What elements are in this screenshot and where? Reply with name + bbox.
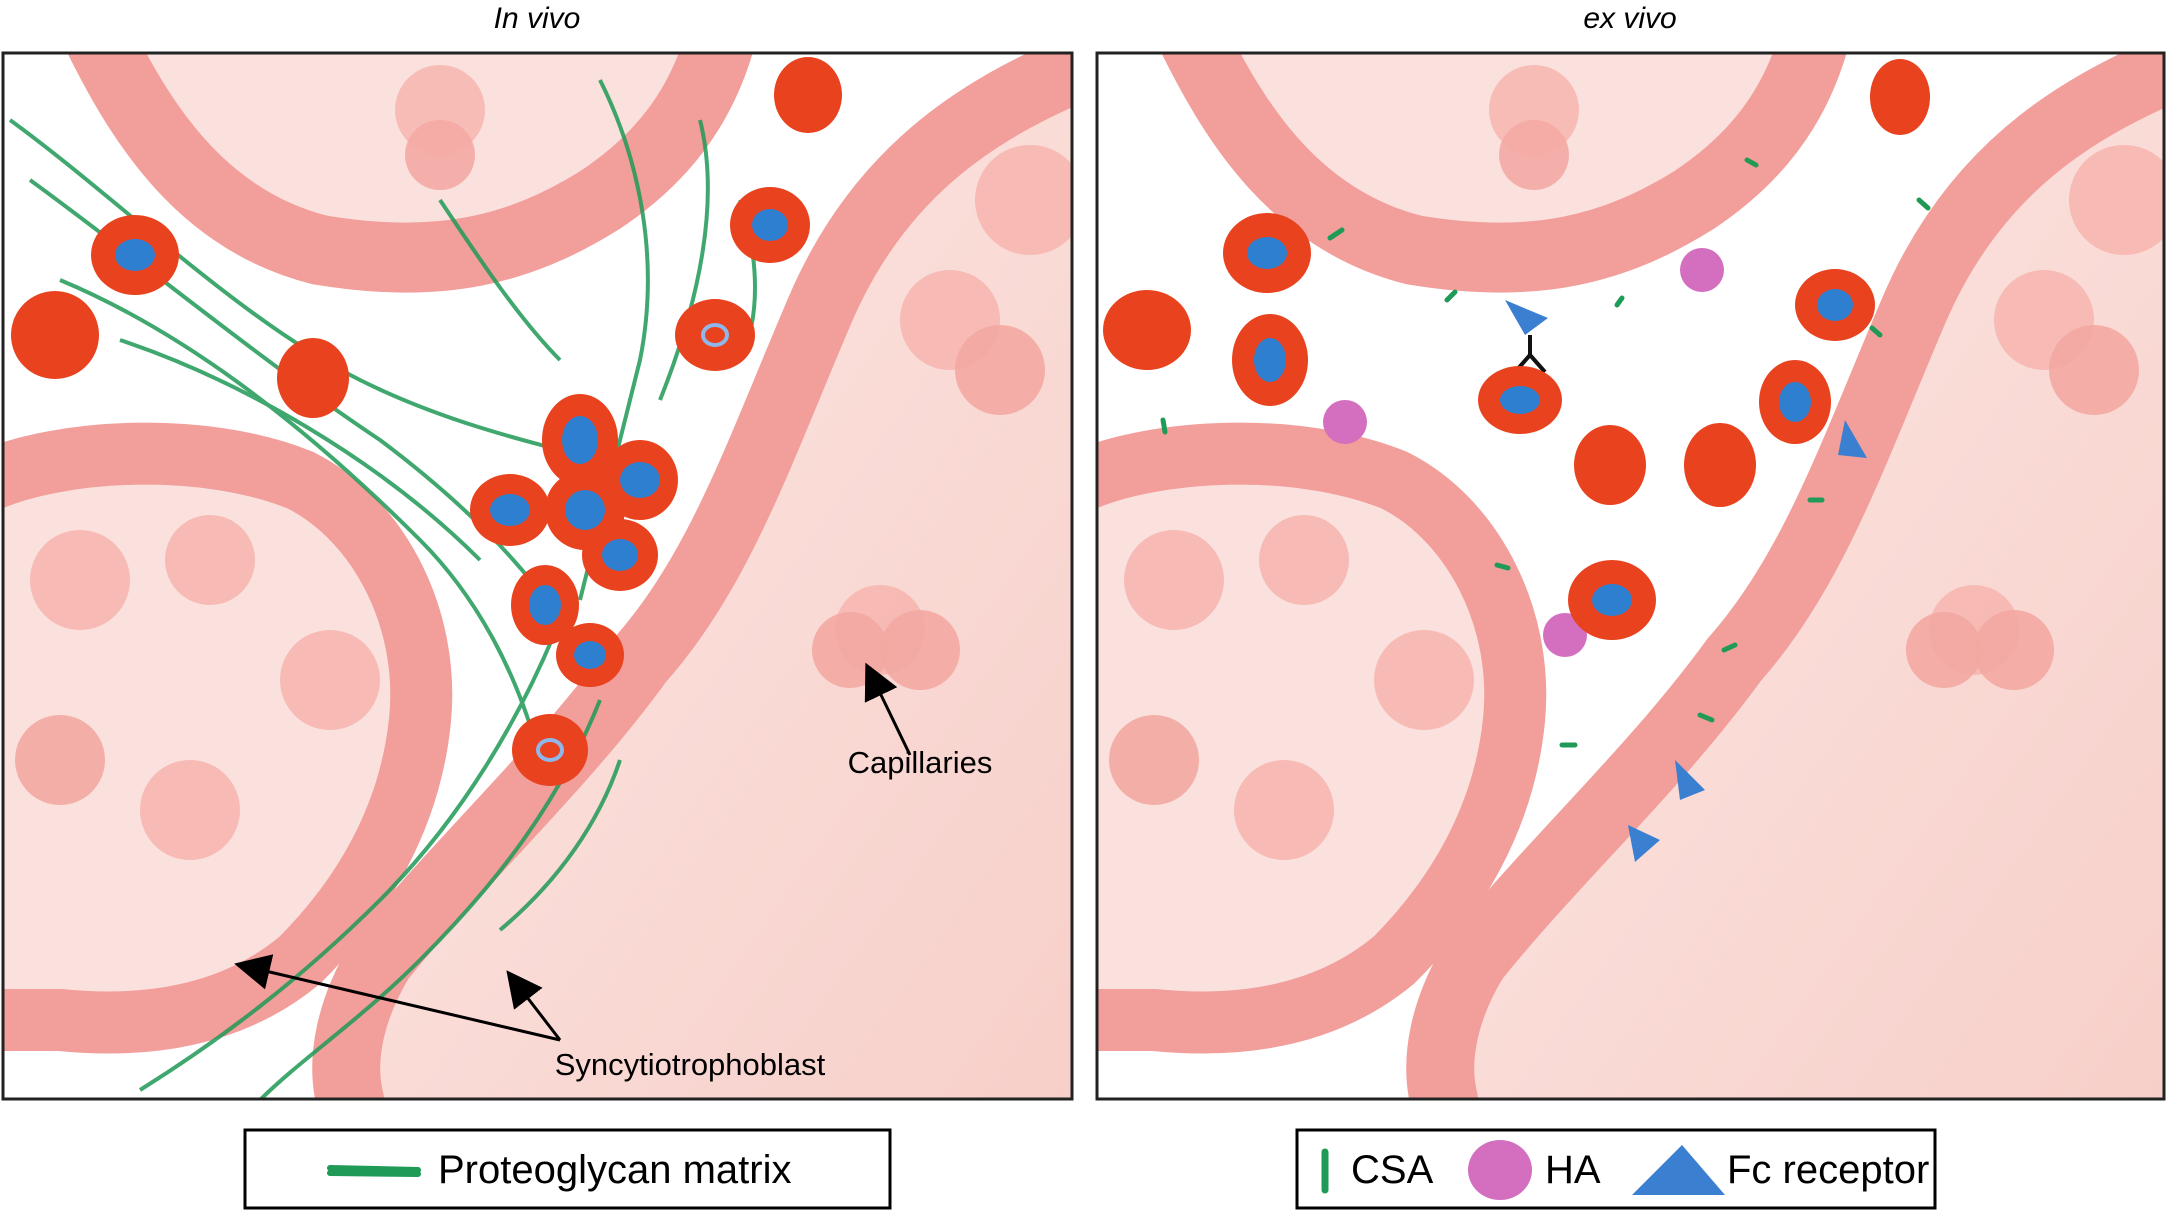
panel-in-vivo: Capillaries Syncytiotrophoblast <box>0 40 1085 1100</box>
capillary <box>975 145 1085 255</box>
infected-rbc <box>1478 366 1562 434</box>
panel-ex-vivo <box>1084 40 2167 1100</box>
capillary <box>280 630 380 730</box>
capillaries-label: Capillaries <box>848 745 993 780</box>
uninfected-rbc <box>1574 425 1646 505</box>
capillary <box>1259 515 1349 605</box>
capillary <box>880 610 960 690</box>
capillary <box>30 530 130 630</box>
capillary <box>955 325 1045 415</box>
capillary <box>15 715 105 805</box>
capillary <box>1974 610 2054 690</box>
panel-title-in-vivo: In vivo <box>494 2 581 35</box>
infected-rbc <box>1568 560 1656 640</box>
infected-rbc <box>1223 213 1311 293</box>
capillary <box>165 515 255 605</box>
uninfected-rbc <box>11 291 99 379</box>
capillary <box>1906 612 1982 688</box>
infected-rbc <box>1795 269 1875 341</box>
legend-proteoglycan: Proteoglycan matrix <box>245 1130 890 1208</box>
capillary <box>2049 325 2139 415</box>
uninfected-rbc <box>277 338 349 418</box>
infected-rbc <box>1759 360 1831 444</box>
legend-label-ha: HA <box>1545 1148 1601 1192</box>
capillary <box>1124 530 1224 630</box>
uninfected-rbc <box>774 57 842 133</box>
ha-molecule <box>1680 248 1724 292</box>
ring-stage-rbc <box>675 299 755 371</box>
infected-rbc <box>582 519 658 591</box>
capillary <box>140 760 240 860</box>
legend-label-fc-receptor: Fc receptor <box>1727 1148 1929 1192</box>
infected-rbc <box>91 215 179 295</box>
uninfected-rbc <box>1684 423 1756 507</box>
infected-rbc <box>556 623 624 687</box>
legend-label-csa: CSA <box>1351 1148 1434 1192</box>
capillary <box>1374 630 1474 730</box>
legend-ex-vivo: CSA HA Fc receptor <box>1297 1130 1935 1208</box>
uninfected-rbc <box>1103 290 1191 370</box>
capillary <box>1234 760 1334 860</box>
ha-icon <box>1468 1140 1532 1200</box>
ring-stage-rbc <box>512 714 588 786</box>
syncytiotrophoblast-label: Syncytiotrophoblast <box>555 1047 826 1082</box>
capillary <box>1109 715 1199 805</box>
panel-title-ex-vivo: ex vivo <box>1583 2 1676 35</box>
capillary <box>405 120 475 190</box>
infected-rbc <box>730 187 810 263</box>
uninfected-rbc <box>1870 59 1930 135</box>
infected-rbc <box>470 474 550 546</box>
capillary <box>812 612 888 688</box>
legend-label-proteoglycan: Proteoglycan matrix <box>438 1148 791 1192</box>
infected-rbc <box>1232 314 1308 406</box>
proteoglycan-matrix-icon <box>330 1168 418 1174</box>
ha-molecule <box>1323 400 1367 444</box>
capillary <box>1499 120 1569 190</box>
